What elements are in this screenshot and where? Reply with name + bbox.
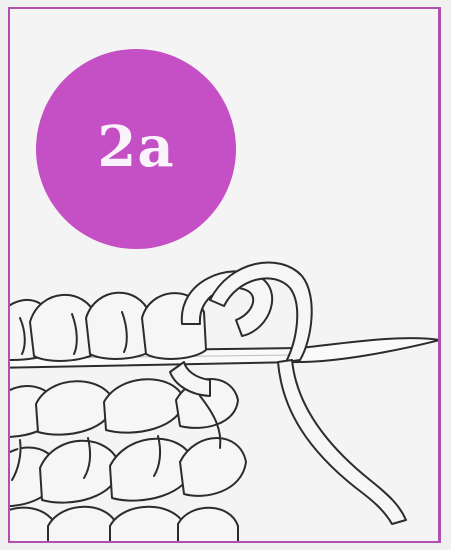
stitch-row-bottom — [0, 438, 246, 550]
stitch-row-top — [0, 293, 206, 361]
yarn-strand — [278, 360, 406, 524]
